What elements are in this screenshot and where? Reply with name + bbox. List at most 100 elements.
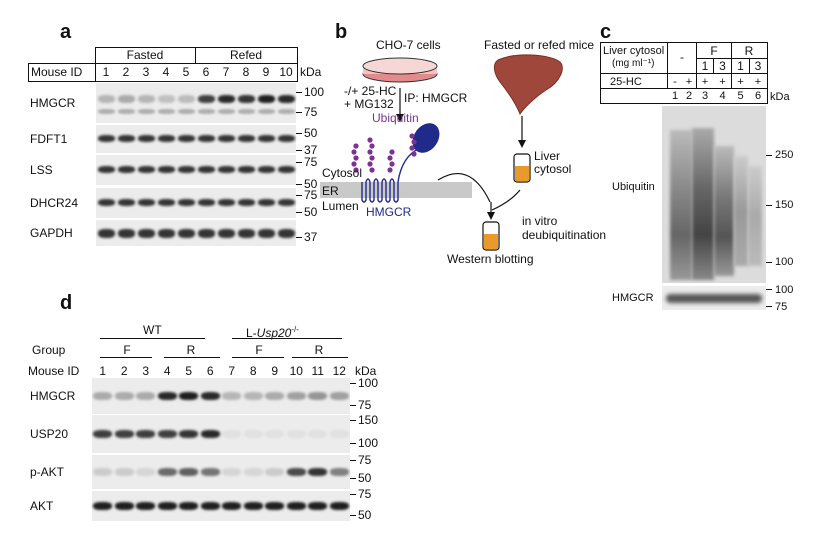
- row-label-d-hmgcr: HMGCR: [30, 389, 76, 403]
- band: [278, 95, 295, 103]
- band: [222, 468, 241, 476]
- hc-value: +: [754, 76, 762, 88]
- group-f-ko: F: [255, 343, 263, 357]
- ko-label: L-Usp20-/-: [246, 325, 299, 340]
- liver-cytosol-unit: (mg ml⁻¹): [612, 58, 655, 69]
- band: [136, 430, 155, 438]
- band: [243, 468, 263, 476]
- band: [158, 95, 175, 103]
- band: [158, 109, 175, 114]
- band: [118, 229, 135, 238]
- mouse-id-d-2: 2: [120, 364, 128, 378]
- band: [238, 95, 255, 103]
- marker-d-100: 100: [358, 436, 379, 450]
- band: [158, 135, 175, 142]
- mouse-id-10: 10: [279, 65, 293, 79]
- band: [258, 229, 275, 238]
- band: [222, 392, 241, 400]
- band: [258, 95, 275, 103]
- mouse-id-d-11: 11: [311, 364, 324, 378]
- band: [200, 430, 220, 438]
- ubiquitin-chain-icon: [351, 133, 417, 173]
- band: [178, 166, 195, 173]
- conc-3: 1: [737, 59, 744, 73]
- band: [286, 392, 306, 400]
- band: [278, 166, 295, 173]
- band: [198, 166, 215, 173]
- band: [158, 166, 175, 173]
- marker-tick: [350, 478, 356, 479]
- marker-d-50: 50: [358, 508, 372, 522]
- mouse-id-7: 7: [222, 65, 230, 79]
- conc-4: 3: [754, 59, 762, 73]
- marker-50: 50: [304, 126, 318, 140]
- band: [98, 95, 115, 103]
- band: [258, 109, 275, 114]
- band: [118, 95, 135, 103]
- group-r-label: R: [744, 44, 754, 58]
- mouse-id-row: [28, 63, 298, 82]
- marker-tick: [350, 460, 356, 461]
- band: [138, 109, 155, 114]
- marker-150: 150: [775, 199, 794, 211]
- band: [198, 135, 215, 142]
- marker-d-150: 150: [358, 413, 379, 427]
- group-r-ko: R: [314, 343, 324, 357]
- band: [218, 109, 235, 114]
- ubiquitin-row-label: Ubiquitin: [612, 181, 655, 193]
- band: [286, 430, 306, 438]
- group-r-wt: R: [186, 343, 196, 357]
- marker-tick: [296, 112, 302, 113]
- band: [178, 109, 195, 114]
- band: [157, 392, 177, 400]
- band: [329, 468, 349, 476]
- marker-75-c: 75: [775, 301, 788, 313]
- blot-gapdh: [96, 220, 296, 246]
- mouse-id-5: 5: [182, 65, 190, 79]
- marker-tick: [350, 494, 356, 495]
- marker-tick: [350, 420, 356, 421]
- band: [157, 468, 177, 476]
- mouse-id-d-1: 1: [99, 364, 107, 378]
- hmgcr-schematic-label: HMGCR: [366, 205, 412, 219]
- marker-tick: [296, 184, 302, 185]
- mouse-id-d-7: 7: [228, 364, 236, 378]
- marker-250: 250: [775, 149, 794, 161]
- blot-d-hmgcr: [92, 378, 350, 414]
- mouse-id-1: 1: [102, 65, 110, 79]
- mouse-id-4: 4: [162, 65, 170, 79]
- liver-cytosol-header: Liver cytosol: [603, 45, 665, 57]
- band: [138, 199, 155, 206]
- band: [238, 135, 255, 142]
- band: [179, 392, 198, 400]
- row-label-hmgcr: HMGCR: [30, 96, 76, 110]
- lane-4: 4: [719, 90, 726, 102]
- reaction-tube-icon: [482, 221, 500, 251]
- liver-cytosol-tube-icon: [513, 153, 531, 183]
- marker-tick: [296, 92, 302, 93]
- panel-letter-a: a: [60, 21, 72, 43]
- marker-tick: [296, 212, 302, 213]
- marker-tick: [296, 133, 302, 134]
- cho7-cells-label: CHO-7 cells: [376, 38, 441, 52]
- lane-5: 5: [737, 90, 744, 102]
- treatment-line1: -/+ 25-HC: [344, 84, 397, 98]
- band: [278, 109, 295, 114]
- band: [138, 95, 155, 103]
- band: [118, 166, 135, 173]
- blot-d-akt: [92, 491, 350, 521]
- marker-100-c: 100: [775, 284, 794, 296]
- row-label-fdft1: FDFT1: [30, 132, 68, 146]
- lane-2: 2: [685, 90, 693, 102]
- band: [218, 166, 235, 173]
- band: [198, 229, 215, 238]
- band: [93, 430, 112, 438]
- mouse-id-6: 6: [202, 65, 210, 79]
- marker-tick: [296, 150, 302, 151]
- band: [93, 392, 112, 400]
- band: [114, 502, 134, 510]
- band: [329, 392, 349, 400]
- band: [136, 468, 155, 476]
- mouse-id-3: 3: [142, 65, 150, 79]
- panel-letter-d: d: [60, 292, 73, 314]
